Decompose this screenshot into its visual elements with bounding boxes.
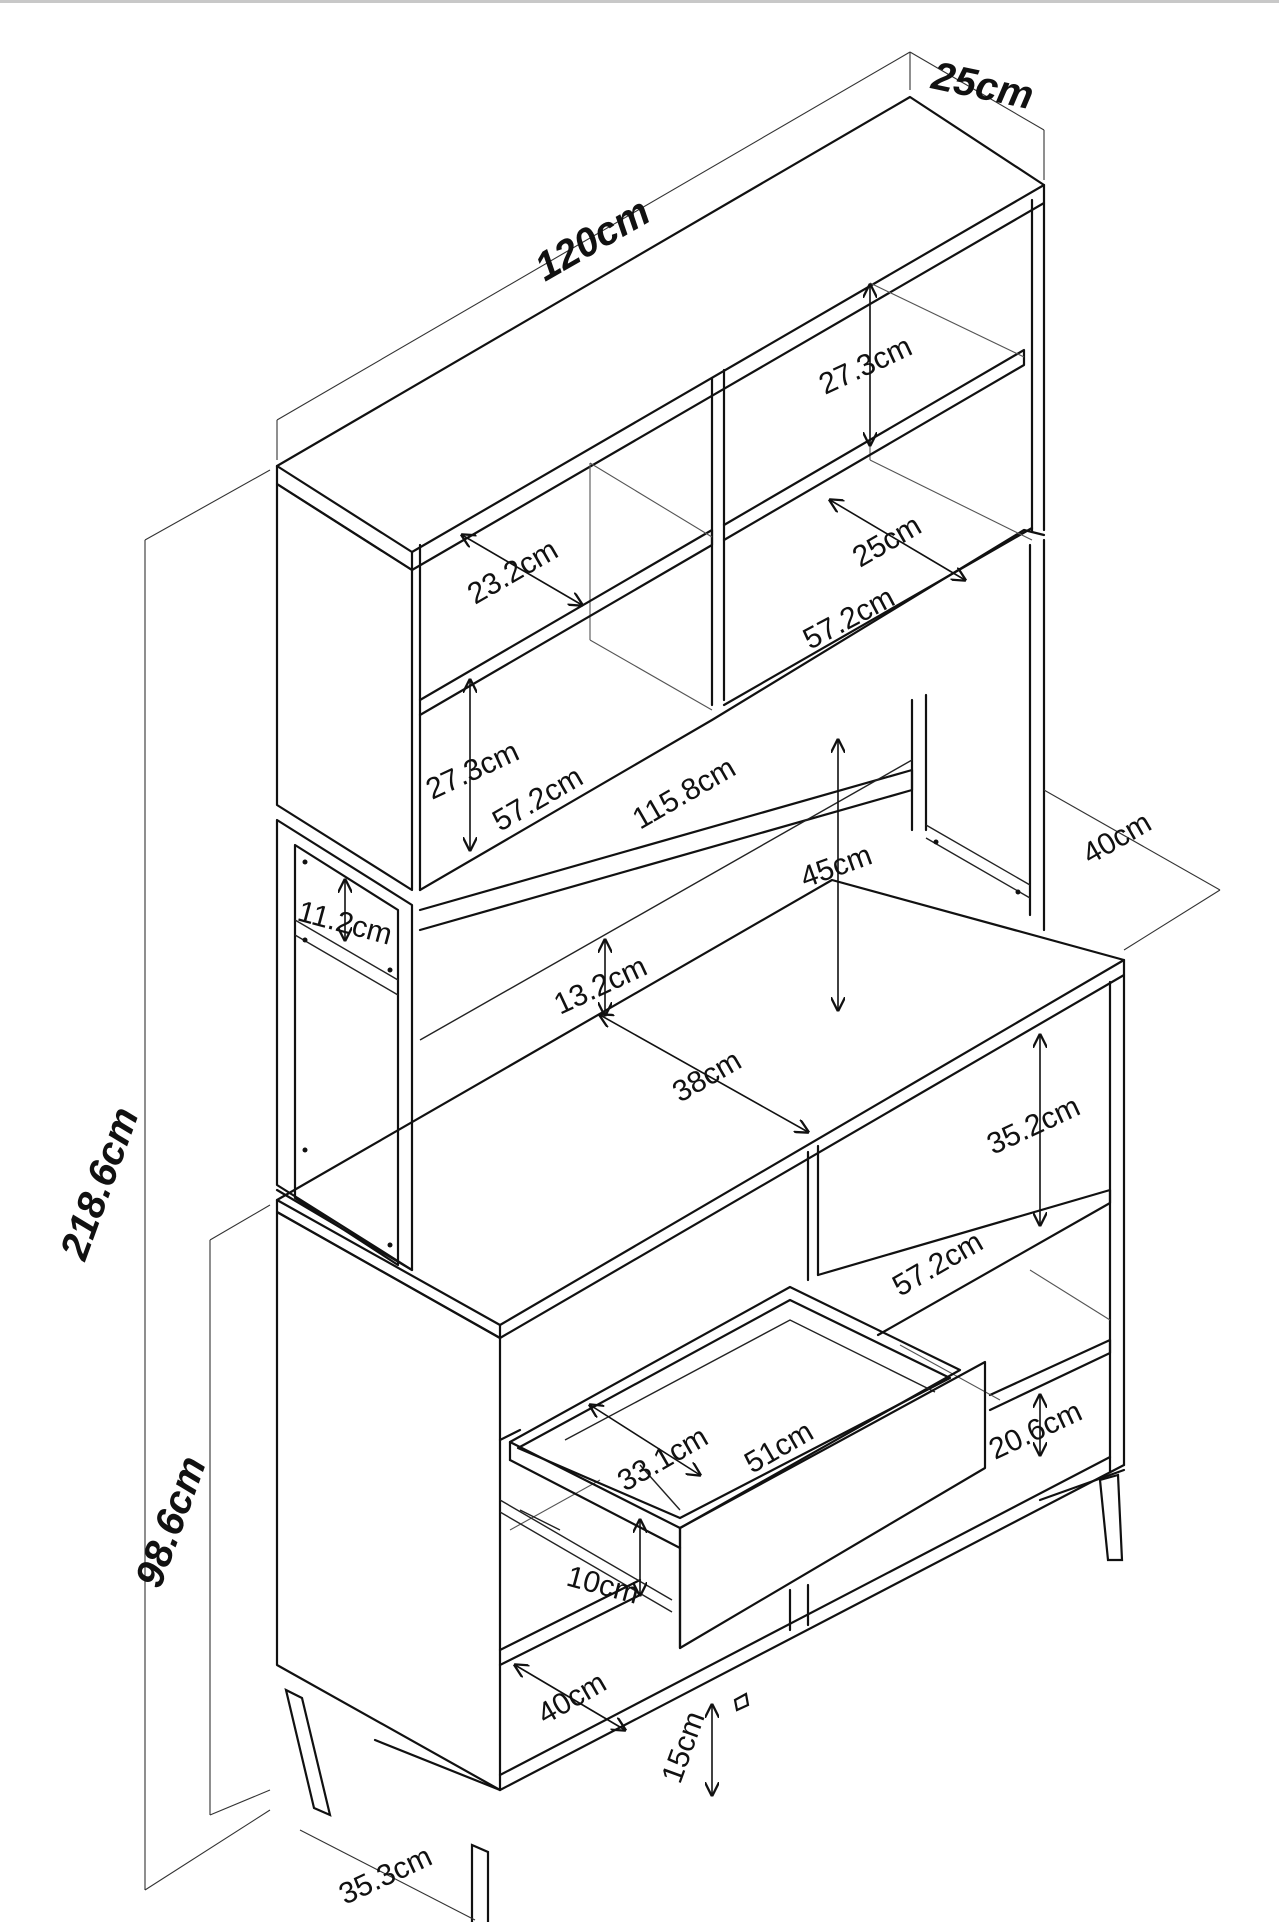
base-left-shelves: [498, 1428, 642, 1667]
label-height-base: 98.6cm: [127, 1451, 215, 1594]
hutch-back-and-shelves: [418, 282, 1046, 892]
label-right-shelf-width: 57.2cm: [887, 1225, 989, 1303]
label-upper-shelf-depth: 25cm: [847, 509, 927, 574]
dimension-arrows: [345, 285, 1040, 1795]
label-counter-depth: 38cm: [667, 1044, 747, 1109]
dimension-labels: 120cm 25cm 218.6cm 98.6cm 27.3cm 23.2cm …: [52, 54, 1157, 1912]
hutch-right-side: [1030, 198, 1046, 534]
label-bottom-depth: 40cm: [532, 1666, 612, 1731]
legs: [284, 1468, 1126, 1922]
label-width-top: 120cm: [528, 189, 658, 289]
hutch-left-side: [275, 482, 422, 892]
label-lower-upper-shelf-height: 27.3cm: [421, 735, 524, 806]
label-drawer-depth: 33.1cm: [612, 1420, 714, 1498]
label-upper-shelf-width-right: 57.2cm: [798, 581, 900, 656]
label-drawer-height: 10cm: [563, 1560, 642, 1611]
label-drawer-width: 51cm: [739, 1415, 819, 1480]
label-side-depth: 35.3cm: [334, 1840, 437, 1911]
metal-frame-right: [910, 538, 1046, 932]
back-panel-middle: [418, 759, 914, 1041]
label-right-compartment-height: 35.2cm: [982, 1090, 1085, 1161]
label-upper-shelf-height-right: 27.3cm: [814, 330, 917, 401]
label-depth-top: 25cm: [927, 54, 1037, 119]
dimension-lines: [144, 51, 1221, 1921]
label-leg-height: 15cm: [656, 1707, 712, 1787]
label-back-shelf-height: 13.2cm: [549, 950, 652, 1021]
label-upper-shelf-height-left: 23.2cm: [462, 533, 564, 611]
base-right-shelves: [816, 1188, 1112, 1412]
base-top-counter: [275, 878, 1126, 1340]
base-center-divider: [788, 1144, 820, 1632]
hutch-top-panel: [275, 95, 1046, 572]
label-height-total: 218.6cm: [52, 1102, 148, 1266]
drawer: [508, 1285, 987, 1650]
base-left-side: [275, 1210, 502, 1792]
top-border: [0, 0, 1279, 3]
label-open-gap-height: 45cm: [796, 838, 876, 894]
metal-frame-left: [275, 818, 414, 1272]
